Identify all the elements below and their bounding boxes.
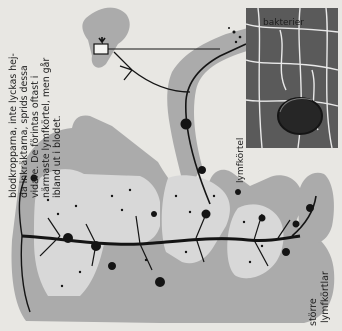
raised-hand: [82, 8, 129, 68]
bacteria-entry-box: [94, 44, 108, 54]
head-shape: [298, 173, 334, 243]
caption-line: blodkropparna, inte lyckas hej-: [8, 2, 19, 198]
label-lymph-node: lymfkörtel: [236, 138, 246, 183]
caption-line: närmaste lymfkörtel, men går: [41, 2, 52, 198]
caption-text: blodkropparna, inte lyckas hej- da inkrä…: [8, 2, 63, 198]
label-larger-nodes-line1: större: [308, 298, 319, 326]
label-bacteria: bakterier: [263, 18, 304, 28]
label-larger-nodes-line2: lymfkörtlar: [320, 271, 331, 323]
caption-line: vidare. De förintas oftast i: [30, 2, 41, 198]
caption-line: ibland ut i blodet.: [52, 2, 63, 198]
caption-line: da inkräktarna, sprids dessa: [19, 2, 30, 198]
lymph-node-inset: [246, 8, 338, 148]
